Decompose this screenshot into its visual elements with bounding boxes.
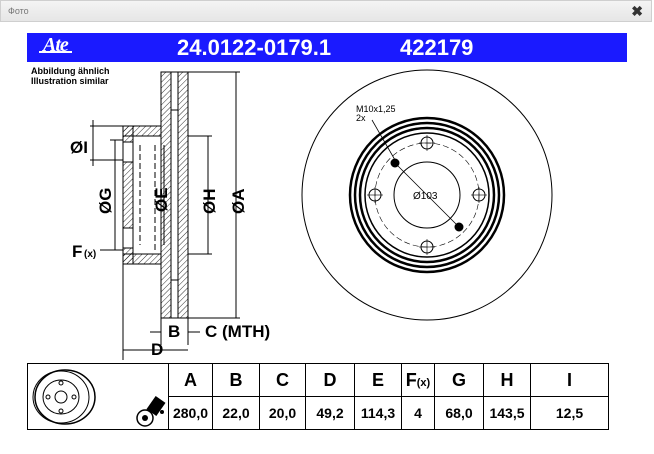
- label-pcd: Ø103: [413, 191, 438, 202]
- label-c: C (MTH): [205, 322, 270, 341]
- col-header-a: A: [168, 363, 213, 397]
- col-header-b: B: [212, 363, 260, 397]
- col-header-i: I: [530, 363, 609, 397]
- value-d: 49,2: [305, 396, 355, 430]
- label-d: D: [151, 340, 163, 359]
- col-header-f-suffix: (x): [416, 376, 431, 389]
- col-header-g: G: [434, 363, 484, 397]
- value-f: 4: [401, 396, 435, 430]
- article-code: 422179: [400, 35, 474, 60]
- illustration-note: Abbildung ähnlich Illustration similar: [31, 66, 110, 86]
- label-dia-a: ØA: [229, 189, 248, 215]
- col-header-f: F(x): [401, 363, 435, 397]
- value-a: 280,0: [168, 396, 213, 430]
- label-f: F: [72, 242, 82, 261]
- value-i: 12,5: [530, 396, 609, 430]
- brand-logo: Ate: [39, 34, 72, 56]
- specs-table: A B C D E F(x) G H I 280,0 22,0 20,0 49,…: [27, 363, 609, 430]
- value-c: 20,0: [259, 396, 306, 430]
- label-thread-count: 2x: [356, 113, 366, 123]
- value-e: 114,3: [354, 396, 402, 430]
- label-dia-h: ØH: [200, 189, 219, 215]
- label-f-suffix: (x): [84, 249, 96, 260]
- window-title: Фото: [8, 6, 29, 16]
- disc-front-view: [301, 69, 553, 321]
- col-header-h: H: [483, 363, 531, 397]
- note-line-2: Illustration similar: [31, 76, 109, 86]
- dimension-lines: [90, 71, 240, 360]
- label-b: B: [168, 322, 180, 341]
- value-g: 68,0: [434, 396, 484, 430]
- note-line-1: Abbildung ähnlich: [31, 66, 110, 76]
- label-dia-i: ØI: [70, 138, 88, 157]
- label-thread: M10x1,25: [356, 104, 396, 114]
- value-h: 143,5: [483, 396, 531, 430]
- close-icon[interactable]: ✖: [631, 3, 643, 19]
- label-dia-e: ØE: [152, 187, 171, 212]
- col-header-c: C: [259, 363, 306, 397]
- disc-cross-section: [122, 71, 189, 319]
- thumbnail-cell: [27, 363, 169, 430]
- part-number: 24.0122-0179.1: [177, 35, 332, 60]
- window-titlebar: Фото ✖: [0, 0, 652, 22]
- col-header-d: D: [305, 363, 355, 397]
- col-header-e: E: [354, 363, 402, 397]
- col-header-f-letter: F: [405, 369, 417, 390]
- product-header: Ate 24.0122-0179.1 422179: [27, 33, 627, 62]
- value-b: 22,0: [212, 396, 260, 430]
- label-dia-g: ØG: [96, 188, 115, 214]
